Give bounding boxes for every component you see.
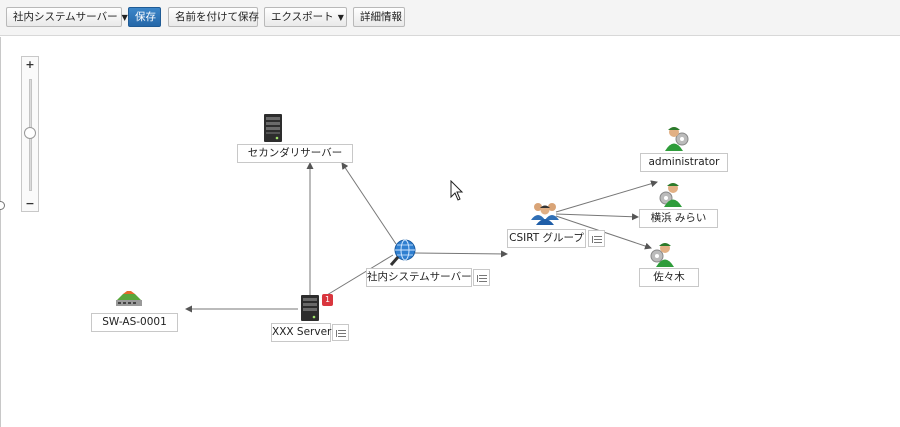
globe-search-icon[interactable]: [388, 238, 418, 268]
user-administrator-label[interactable]: administrator: [640, 153, 728, 172]
user-sasaki-label[interactable]: 佐々木: [639, 268, 699, 287]
map-select-label: 社内システムサーバー: [13, 11, 118, 23]
user-group-icon[interactable]: [530, 198, 560, 226]
user-icon[interactable]: [664, 124, 692, 152]
alert-badge[interactable]: 1: [322, 294, 333, 306]
secondary-server-icon[interactable]: [262, 113, 284, 143]
xxx-server-menu-icon[interactable]: [332, 324, 349, 341]
canvas-left-border: [0, 37, 1, 427]
main-system-server-label[interactable]: 社内システムサーバー: [366, 268, 472, 287]
mouse-cursor-icon: [450, 180, 464, 201]
xxx-server-label[interactable]: XXX Server: [271, 323, 331, 342]
link-globe-csirt: [414, 250, 508, 258]
link-xxx-globe: [321, 254, 394, 299]
caret-down-icon: ▼: [121, 13, 128, 22]
main-system-menu-icon[interactable]: [473, 269, 490, 286]
link-csirt-admin: [555, 180, 658, 213]
csirt-group-label[interactable]: CSIRT グループ: [507, 229, 586, 248]
toolbar: 社内システムサーバー▼ 保存 名前を付けて保存 エクスポート▼ 詳細情報: [0, 0, 900, 36]
user-yokohama-label[interactable]: 横浜 みらい: [639, 209, 718, 228]
user-icon[interactable]: [656, 180, 684, 208]
zoom-out-button[interactable]: −: [25, 197, 35, 210]
zoom-in-button[interactable]: +: [25, 58, 35, 71]
secondary-server-label[interactable]: セカンダリサーバー: [237, 144, 353, 163]
zoom-control: + −: [21, 56, 39, 212]
panel-resize-handle[interactable]: [0, 201, 5, 210]
switch-label[interactable]: SW-AS-0001: [91, 313, 178, 332]
map-select[interactable]: 社内システムサーバー▼: [6, 7, 128, 27]
zoom-slider-knob[interactable]: [24, 126, 36, 139]
export-dropdown[interactable]: エクスポート▼: [264, 7, 347, 27]
network-switch-icon[interactable]: [114, 291, 144, 307]
save-button[interactable]: 保存: [128, 7, 161, 27]
export-label: エクスポート: [271, 11, 334, 23]
xxx-server-icon[interactable]: [299, 294, 321, 322]
save-as-button[interactable]: 名前を付けて保存: [168, 7, 259, 27]
link-csirt-yokohama: [555, 213, 639, 221]
user-icon[interactable]: [648, 240, 676, 268]
link-globe-secondary: [341, 162, 397, 245]
details-button[interactable]: 詳細情報: [353, 7, 405, 27]
export-caret-icon: ▼: [337, 13, 344, 22]
csirt-menu-icon[interactable]: [588, 230, 605, 247]
